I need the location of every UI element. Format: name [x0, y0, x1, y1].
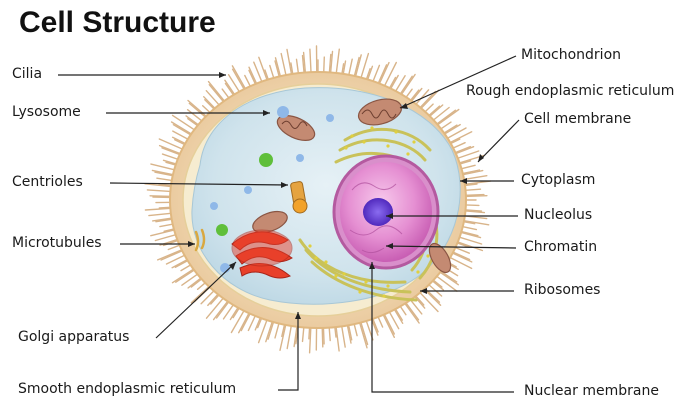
ribosome-dot [370, 126, 373, 129]
ribosome-dot [334, 274, 337, 277]
label-nuclear-membrane: Nuclear membrane [524, 383, 659, 399]
label-lysosome: Lysosome [12, 104, 81, 120]
label-cytoplasm: Cytoplasm [521, 172, 595, 188]
label-smooth-er: Smooth endoplasmic reticulum [18, 381, 236, 397]
ribosome-dot [364, 280, 367, 283]
ribosome-dot [324, 260, 327, 263]
label-cilia: Cilia [12, 66, 42, 82]
label-centrioles: Centrioles [12, 174, 83, 190]
page-title: Cell Structure [19, 6, 216, 40]
ribosome-dot [416, 270, 419, 273]
ribosome-dot [342, 272, 345, 275]
ribosome-dot [358, 290, 361, 293]
label-microtubules: Microtubules [12, 235, 102, 251]
nucleolus [363, 198, 393, 226]
label-nucleolus: Nucleolus [524, 207, 592, 223]
ribosome-dot [350, 134, 353, 137]
ribosome-dot [394, 130, 397, 133]
ribosome-dot [406, 152, 409, 155]
label-ribosomes: Ribosomes [524, 282, 600, 298]
ribosome-dot [382, 294, 385, 297]
ribosome-dot [344, 146, 347, 149]
ribosome-dot [386, 284, 389, 287]
ribosome-dot [426, 254, 429, 257]
ribosome-dot [386, 144, 389, 147]
golgi-apparatus [232, 230, 292, 278]
label-chromatin: Chromatin [524, 239, 597, 255]
label-cell-membrane: Cell membrane [524, 111, 631, 127]
ribosome-dot [362, 140, 365, 143]
label-rough-er: Rough endoplasmic reticulum [466, 83, 674, 99]
ribosome-dot [412, 140, 415, 143]
label-mitochondrion: Mitochondrion [521, 47, 621, 63]
ribosome-dot [314, 256, 317, 259]
ribosome-dot [308, 244, 311, 247]
label-golgi-apparatus: Golgi apparatus [18, 329, 129, 345]
